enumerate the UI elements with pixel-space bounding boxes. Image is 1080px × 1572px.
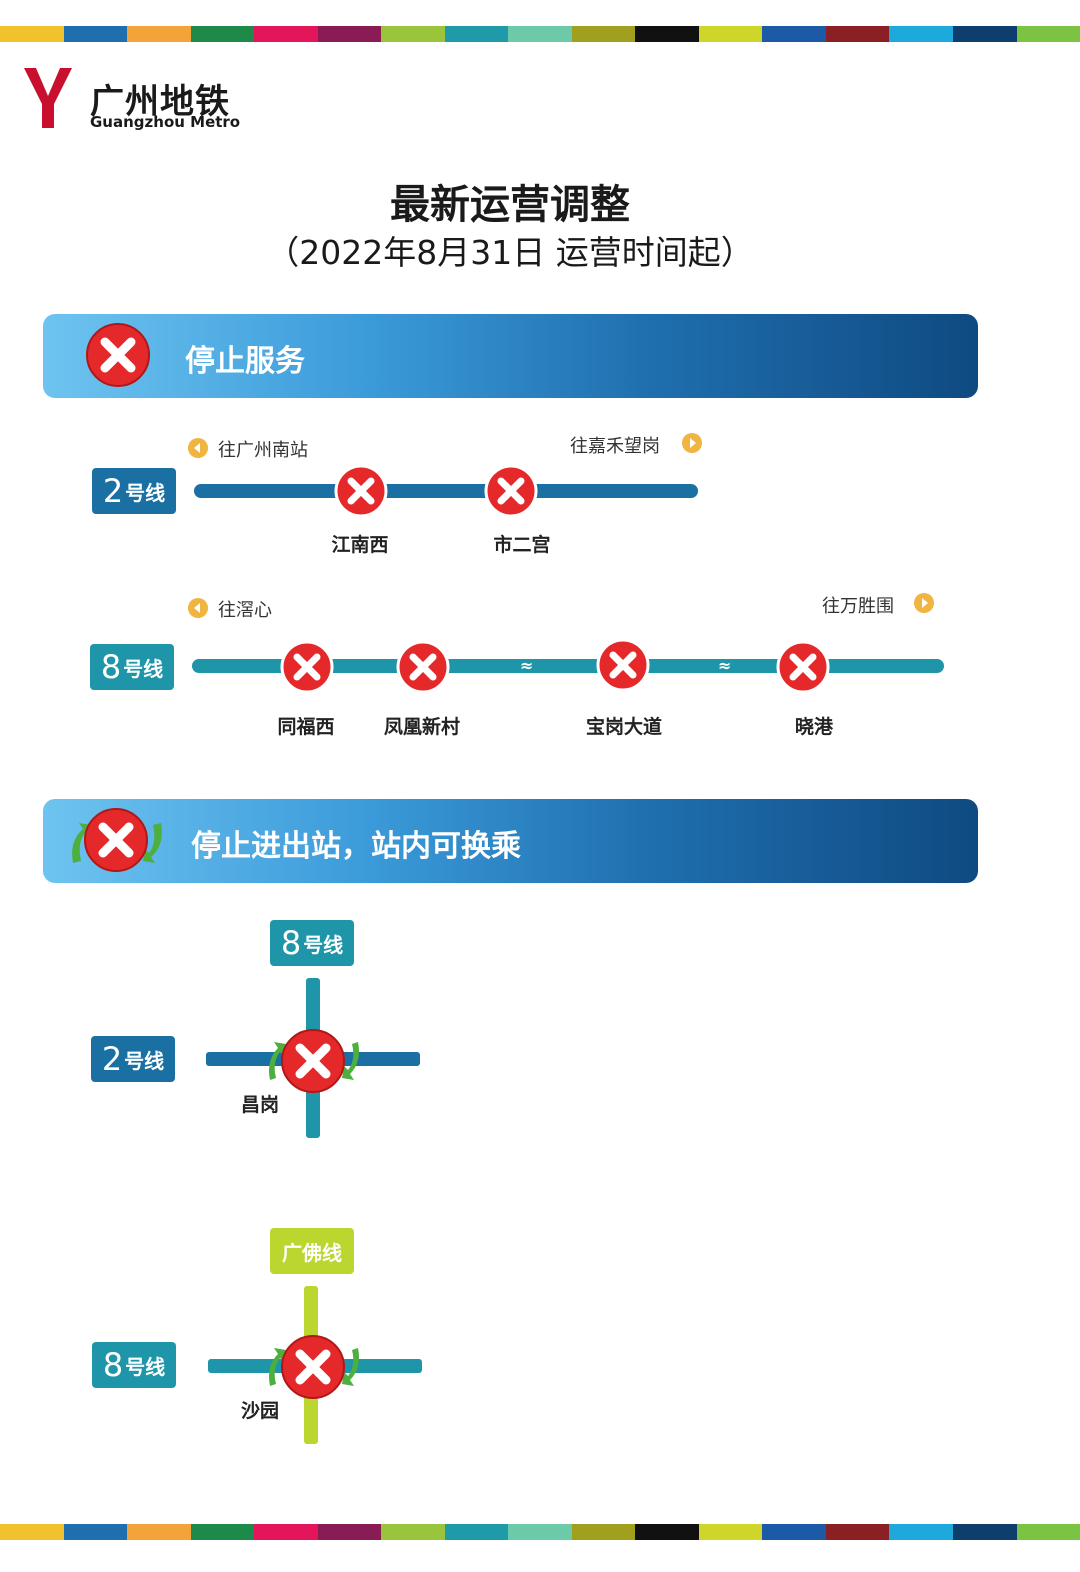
station-label: 晓港 bbox=[794, 716, 833, 738]
direction-right-label: 往万胜围 bbox=[822, 596, 894, 617]
station-label: 昌岗 bbox=[240, 1094, 279, 1116]
green-arrows-icon bbox=[262, 1342, 366, 1396]
stripe-segment bbox=[825, 26, 890, 42]
arrow-right-icon bbox=[682, 433, 702, 453]
section-banner-stop-entry: 停止进出站，站内可换乘 bbox=[43, 799, 978, 883]
gap-symbol: ≈ bbox=[718, 656, 732, 675]
stripe-segment bbox=[952, 26, 1017, 42]
stripe-segment bbox=[825, 1524, 890, 1540]
stripe-segment bbox=[1016, 1524, 1080, 1540]
stripe-segment bbox=[190, 1524, 255, 1540]
stripe-segment bbox=[0, 26, 64, 42]
badge-label: 号线 bbox=[123, 656, 164, 681]
stripe-segment bbox=[317, 26, 382, 42]
color-stripe-bottom bbox=[0, 1524, 1080, 1540]
stripe-segment bbox=[63, 26, 128, 42]
station-label: 市二宫 bbox=[493, 534, 551, 556]
x-circle-icon bbox=[280, 1334, 346, 1404]
x-circle-icon bbox=[484, 464, 538, 522]
banner-title: 停止进出站，站内可换乘 bbox=[191, 829, 521, 864]
stripe-segment bbox=[635, 1524, 699, 1540]
station-label: 沙园 bbox=[240, 1400, 279, 1422]
stripe-segment bbox=[1016, 26, 1080, 42]
stripe-segment bbox=[63, 1524, 128, 1540]
stripe-segment bbox=[254, 26, 318, 42]
arrow-left-icon bbox=[188, 438, 208, 458]
stripe-segment bbox=[381, 26, 445, 42]
badge-number: 2 bbox=[102, 472, 124, 510]
badge-number: 8 bbox=[100, 648, 122, 686]
stripe-segment bbox=[698, 26, 763, 42]
page-title: 最新运营调整 bbox=[390, 182, 630, 228]
stripe-segment bbox=[571, 26, 636, 42]
arrow-right-icon bbox=[914, 593, 934, 613]
line-8-track bbox=[192, 659, 944, 673]
x-circle-icon bbox=[596, 638, 650, 696]
gap-symbol: ≈ bbox=[520, 656, 534, 675]
stripe-segment bbox=[317, 1524, 382, 1540]
stripe-segment bbox=[190, 26, 255, 42]
stripe-segment bbox=[508, 1524, 572, 1540]
arrow-left-icon bbox=[188, 598, 208, 618]
station-label: 宝岗大道 bbox=[585, 716, 662, 738]
station-label: 同福西 bbox=[277, 716, 335, 738]
badge-number: 8 bbox=[280, 924, 302, 962]
logo-english-name: Guangzhou Metro bbox=[90, 113, 241, 131]
badge-number: 8 bbox=[102, 1346, 124, 1384]
x-circle-icon bbox=[85, 322, 151, 392]
stripe-segment bbox=[127, 26, 191, 42]
x-circle-icon bbox=[280, 640, 334, 698]
x-circle-icon bbox=[396, 640, 450, 698]
stripe-segment bbox=[254, 1524, 318, 1540]
stripe-segment bbox=[762, 26, 826, 42]
banner-title: 停止服务 bbox=[185, 344, 305, 379]
badge-label: 号线 bbox=[303, 932, 344, 957]
direction-left-label: 往广州南站 bbox=[218, 440, 308, 461]
logo-chinese-name: 广州地铁 bbox=[90, 82, 230, 122]
badge-label: 号线 bbox=[125, 1354, 166, 1379]
stripe-segment bbox=[889, 1524, 953, 1540]
badge-label: 号线 bbox=[125, 480, 166, 505]
badge-label: 号线 bbox=[124, 1048, 165, 1073]
stripe-segment bbox=[571, 1524, 636, 1540]
guangfo-line-badge: 广佛线 bbox=[270, 1228, 354, 1274]
stripe-segment bbox=[635, 26, 699, 42]
stripe-segment bbox=[952, 1524, 1017, 1540]
x-circle-icon bbox=[83, 807, 149, 877]
stripe-segment bbox=[381, 1524, 445, 1540]
x-circle-icon bbox=[776, 640, 830, 698]
station-label: 凤凰新村 bbox=[383, 716, 460, 738]
stripe-segment bbox=[508, 26, 572, 42]
stripe-segment bbox=[889, 26, 953, 42]
x-circle-icon bbox=[334, 464, 388, 522]
section-banner-stop-service: 停止服务 bbox=[43, 314, 978, 398]
green-arrows-icon bbox=[262, 1036, 366, 1090]
station-label: 江南西 bbox=[331, 534, 389, 556]
direction-left-label: 往滘心 bbox=[218, 600, 272, 621]
line-2-track bbox=[194, 484, 698, 498]
direction-right-label: 往嘉禾望岗 bbox=[570, 436, 660, 457]
color-stripe-top bbox=[0, 26, 1080, 42]
stripe-segment bbox=[762, 1524, 826, 1540]
badge-number: 2 bbox=[101, 1040, 123, 1078]
badge-label: 广佛线 bbox=[282, 1240, 342, 1265]
stripe-segment bbox=[0, 1524, 64, 1540]
stripe-segment bbox=[444, 26, 509, 42]
stripe-segment bbox=[444, 1524, 509, 1540]
stripe-segment bbox=[127, 1524, 191, 1540]
stripe-segment bbox=[698, 1524, 763, 1540]
page-subtitle: （2022年8月31日 运营时间起） bbox=[266, 233, 754, 272]
metro-logo-icon bbox=[22, 66, 74, 130]
x-circle-icon bbox=[280, 1028, 346, 1098]
